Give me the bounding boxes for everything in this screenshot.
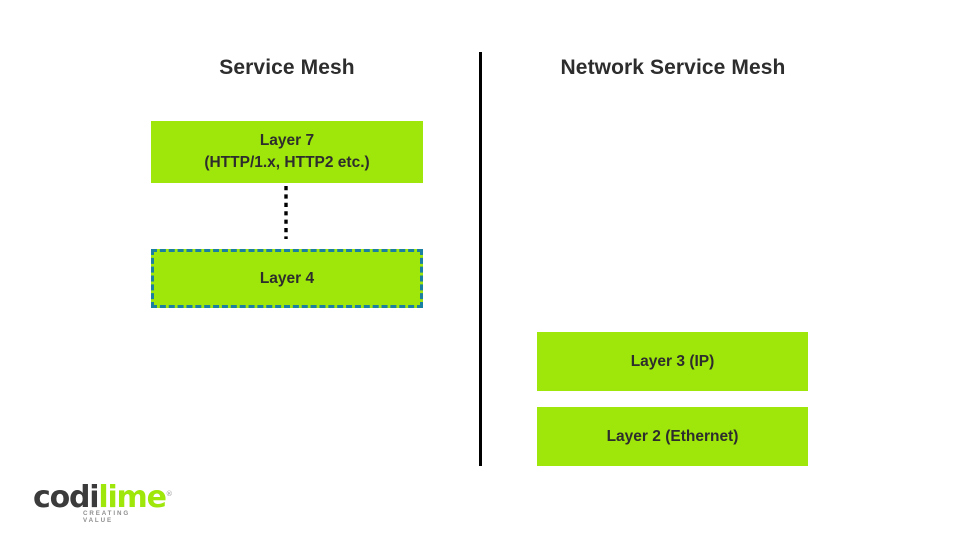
- logo-tagline: CREATING VALUE: [83, 510, 131, 524]
- layer-3-label: Layer 3 (IP): [630, 352, 715, 370]
- layer-7-label: Layer 7 (HTTP/1.x, HTTP2 etc.): [204, 132, 370, 171]
- left-column-title: Service Mesh: [219, 56, 355, 79]
- layer-4-box: Layer 4: [151, 249, 423, 308]
- layer-4-label: Layer 4: [259, 269, 315, 287]
- logo-trademark-icon: ®: [165, 490, 173, 498]
- layer-7-box: Layer 7 (HTTP/1.x, HTTP2 etc.): [151, 121, 423, 183]
- right-column-title: Network Service Mesh: [560, 56, 786, 79]
- dotted-connector-icon: [284, 186, 288, 239]
- codilime-logo: codilime® CREATING VALUE: [33, 480, 173, 525]
- logo-wordmark: codilime®: [33, 480, 173, 515]
- layer-3-box: Layer 3 (IP): [537, 332, 808, 391]
- logo-word-dark: codi: [33, 480, 100, 515]
- column-divider: [479, 52, 482, 466]
- layer-2-label: Layer 2 (Ethernet): [606, 427, 739, 445]
- logo-word-green: lime: [98, 480, 167, 515]
- layer-2-box: Layer 2 (Ethernet): [537, 407, 808, 466]
